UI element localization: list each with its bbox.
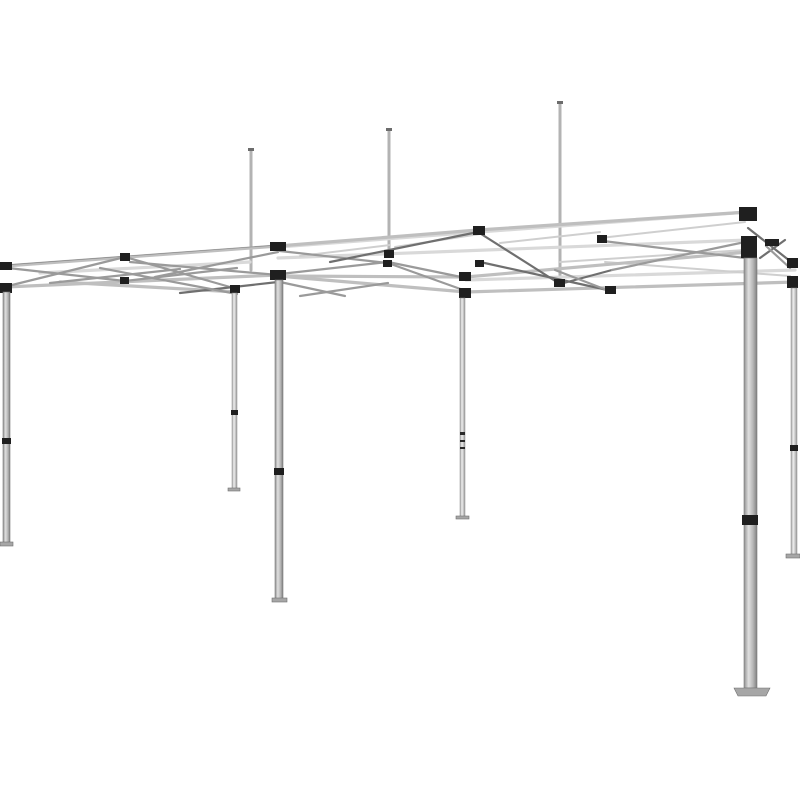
tent-legs [0,257,800,697]
peak-pole-1-cap [248,148,254,151]
peak-pole-3-cap [557,101,563,104]
leg-back-left [231,292,238,490]
middle-top-rail [276,228,480,248]
peak-pole-2-cap [386,128,392,131]
leg-front-middle [274,279,284,601]
leg-front-left [2,291,11,545]
middle-roof-section [276,228,480,298]
corner-connector-front-right [739,207,757,221]
connectors [0,207,798,298]
right-top-rail [476,210,750,232]
leg-back-middle [459,297,466,519]
right-front-low-rail [464,280,797,294]
back-lower-rail [276,238,750,260]
corner-connector-front-mid [270,242,286,251]
middle-front-low-rail [276,274,468,294]
left-front-top-rail [3,244,280,268]
leg-front-right [743,257,758,689]
corner-connector-front-left [0,262,12,270]
leg-front-right-foot [733,687,771,697]
left-front-low-rail [3,273,280,289]
leg-back-right [790,287,798,557]
left-roof-section [3,244,280,296]
